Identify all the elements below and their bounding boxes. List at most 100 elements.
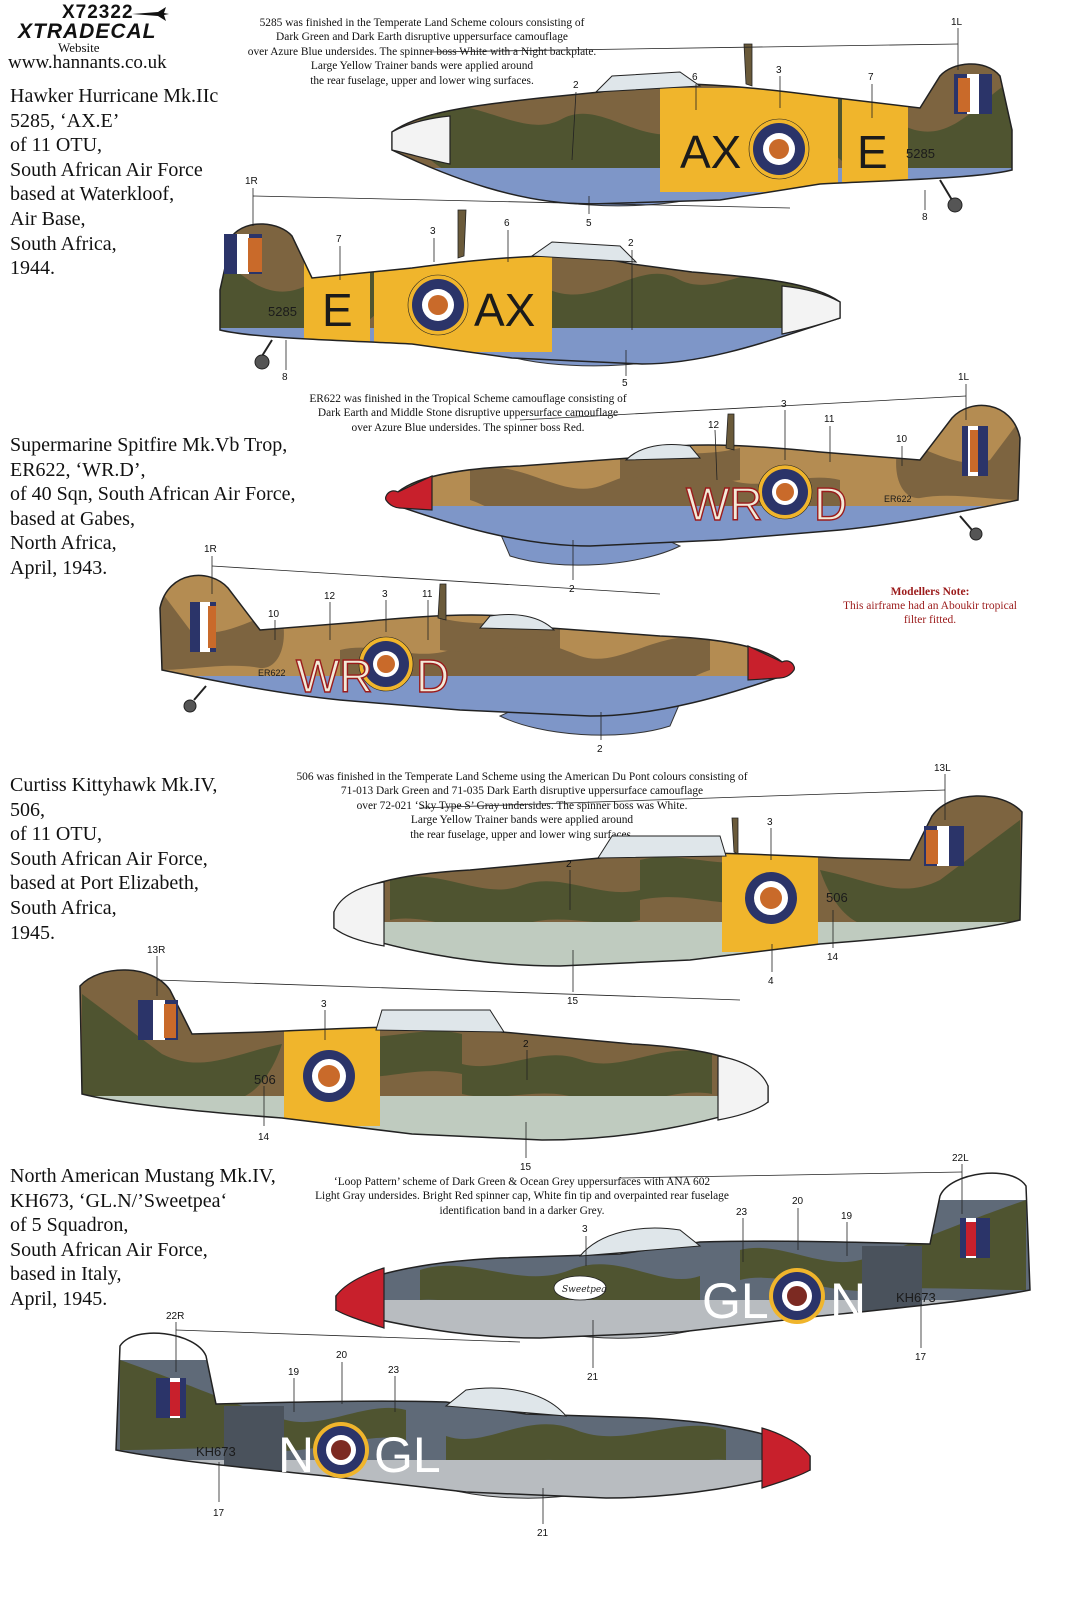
spitfire-left-profile: WR D ER622 — [385, 404, 1021, 566]
callout-label: 21 — [587, 1372, 599, 1383]
callout-label: 15 — [567, 996, 579, 1007]
fuselage-code-right: E — [322, 284, 353, 336]
caption-mustang: North American Mustang Mk.IV, KH673, ‘GL… — [10, 1164, 276, 1312]
caption-line: based at Waterkloof, — [10, 183, 175, 206]
modellers-note-line: filter fitted. — [903, 614, 957, 626]
serial-number: 5285 — [906, 146, 935, 161]
callout-label: 17 — [915, 1352, 927, 1363]
callout-label: 23 — [388, 1365, 400, 1376]
caption-line: 5285, ‘AX.E’ — [10, 109, 120, 132]
website-label: Website — [58, 40, 100, 55]
callout-label: 2 — [569, 584, 575, 595]
note-line: ‘Loop Pattern’ scheme of Dark Green & Oc… — [333, 1176, 711, 1188]
caption-line: based in Italy, — [10, 1263, 122, 1286]
callout-label: 2 — [597, 744, 603, 755]
caption-hurricane: Hawker Hurricane Mk.IIc 5285, ‘AX.E’ of … — [10, 84, 218, 281]
callout-label: 19 — [288, 1367, 300, 1378]
modellers-note: Modellers Note: This airframe had an Abo… — [810, 585, 1050, 627]
caption-spitfire: Supermarine Spitfire Mk.Vb Trop, ER622, … — [10, 433, 296, 581]
caption-line: of 5 Squadron, — [10, 1214, 129, 1237]
note-line: over 72-021 ‘Sky Type S’ Gray undersides… — [356, 799, 688, 812]
note-line: Light Gray undersides. Bright Red spinne… — [315, 1190, 729, 1203]
callout-label: 11 — [824, 414, 835, 425]
callout-label: 22R — [166, 1311, 184, 1322]
fuselage-code-right: D — [814, 478, 847, 530]
scheme-note-hurricane: 5285 was finished in the Temperate Land … — [222, 16, 622, 88]
mustang-left-profile: GL N KH673 Sweetpea — [335, 1172, 1031, 1339]
callout-label: 8 — [922, 212, 928, 223]
callout-label: 6 — [692, 72, 698, 83]
serial-number: ER622 — [258, 668, 286, 678]
note-line: Large Yellow Trainer bands were applied … — [410, 814, 634, 827]
note-line: over Azure Blue undersides. The spinner … — [247, 45, 597, 58]
caption-line: of 11 OTU, — [10, 134, 103, 157]
website-url[interactable]: www.hannants.co.uk — [8, 52, 167, 73]
callout-label: 12 — [708, 420, 720, 431]
note-line: over Azure Blue undersides. The spinner … — [351, 421, 585, 434]
caption-line: North Africa, — [10, 532, 117, 555]
product-code: X72322 — [62, 2, 134, 23]
callout-lines — [156, 28, 967, 1524]
note-line: Dark Earth and Middle Stone disruptive u… — [317, 407, 619, 420]
caption-kittyhawk: Curtiss Kittyhawk Mk.IV, 506, of 11 OTU,… — [10, 773, 217, 945]
note-line: 71-013 Dark Green and 71-035 Dark Earth … — [340, 785, 704, 798]
callout-label: 23 — [736, 1207, 748, 1218]
callout-label: 3 — [582, 1224, 588, 1235]
caption-line: South African Air Force, — [10, 847, 208, 870]
callout-label: 20 — [792, 1196, 804, 1207]
caption-line: South Africa, — [10, 896, 117, 919]
scheme-note-kittyhawk: 506 was finished in the Temperate Land S… — [262, 770, 782, 842]
note-line: Dark Green and Dark Earth disruptive upp… — [276, 31, 568, 44]
note-line: 506 was finished in the Temperate Land S… — [296, 771, 748, 783]
caption-line: 506, — [10, 798, 45, 821]
callout-label: 1L — [958, 372, 970, 383]
callout-label: 3 — [781, 399, 787, 410]
serial-number: ER622 — [884, 494, 912, 504]
fuselage-code-right: E — [857, 126, 888, 178]
fuselage-code-left: WR — [296, 650, 373, 702]
caption-line: based at Port Elizabeth, — [10, 872, 199, 895]
callout-label: 2 — [566, 859, 572, 870]
caption-line: ER622, ‘WR.D’, — [10, 458, 146, 481]
callout-label: 7 — [336, 234, 342, 245]
callout-label: 7 — [868, 72, 874, 83]
callout-label: 22L — [952, 1153, 969, 1164]
callout-label: 2 — [523, 1039, 529, 1050]
serial-number: KH673 — [896, 1290, 936, 1305]
callout-label: 2 — [628, 238, 634, 249]
callout-label: 17 — [213, 1508, 225, 1519]
caption-line: North American Mustang Mk.IV, — [10, 1165, 276, 1187]
callout-label: 20 — [336, 1350, 348, 1361]
nose-art: Sweetpea — [562, 1285, 607, 1295]
callout-label: 1R — [245, 176, 258, 187]
callout-label: 5 — [586, 218, 592, 229]
note-line: the rear fuselage, upper and lower wing … — [410, 828, 634, 841]
callout-label: 21 — [537, 1528, 549, 1539]
caption-line: based at Gabes, — [10, 507, 135, 530]
caption-line: Supermarine Spitfire Mk.Vb Trop, — [10, 434, 288, 456]
fuselage-code-left: WR — [686, 478, 763, 530]
scheme-note-mustang: ‘Loop Pattern’ scheme of Dark Green & Oc… — [272, 1175, 772, 1218]
note-line: the rear fuselage, upper and lower wing … — [310, 74, 534, 87]
spitfire-right-profile: WR D ER622 — [159, 574, 795, 736]
caption-line: Air Base, — [10, 207, 86, 230]
fuselage-code-left: AX — [474, 284, 535, 336]
serial-number: 5285 — [268, 304, 297, 319]
fuselage-code-left: GL — [702, 1273, 769, 1329]
callout-label: 3 — [767, 817, 773, 828]
note-line: 5285 was finished in the Temperate Land … — [259, 17, 585, 29]
hurricane-left-profile: AX E 5285 — [391, 43, 1013, 213]
kittyhawk-left-profile: 506 — [333, 795, 1023, 967]
caption-line: Curtiss Kittyhawk Mk.IV, — [10, 774, 218, 796]
fuselage-code-right: N — [830, 1273, 866, 1329]
callout-label: 13R — [147, 945, 165, 956]
caption-line: 1944. — [10, 257, 55, 280]
callout-label: 12 — [324, 591, 336, 602]
callout-label: 2 — [573, 80, 579, 91]
fuselage-code-left: GL — [374, 1427, 441, 1483]
caption-line: 1945. — [10, 921, 55, 944]
caption-line: April, 1945. — [10, 1287, 108, 1310]
modellers-note-line: This airframe had an Aboukir tropical — [842, 600, 1018, 612]
note-line: identification band in a darker Grey. — [439, 1204, 605, 1217]
